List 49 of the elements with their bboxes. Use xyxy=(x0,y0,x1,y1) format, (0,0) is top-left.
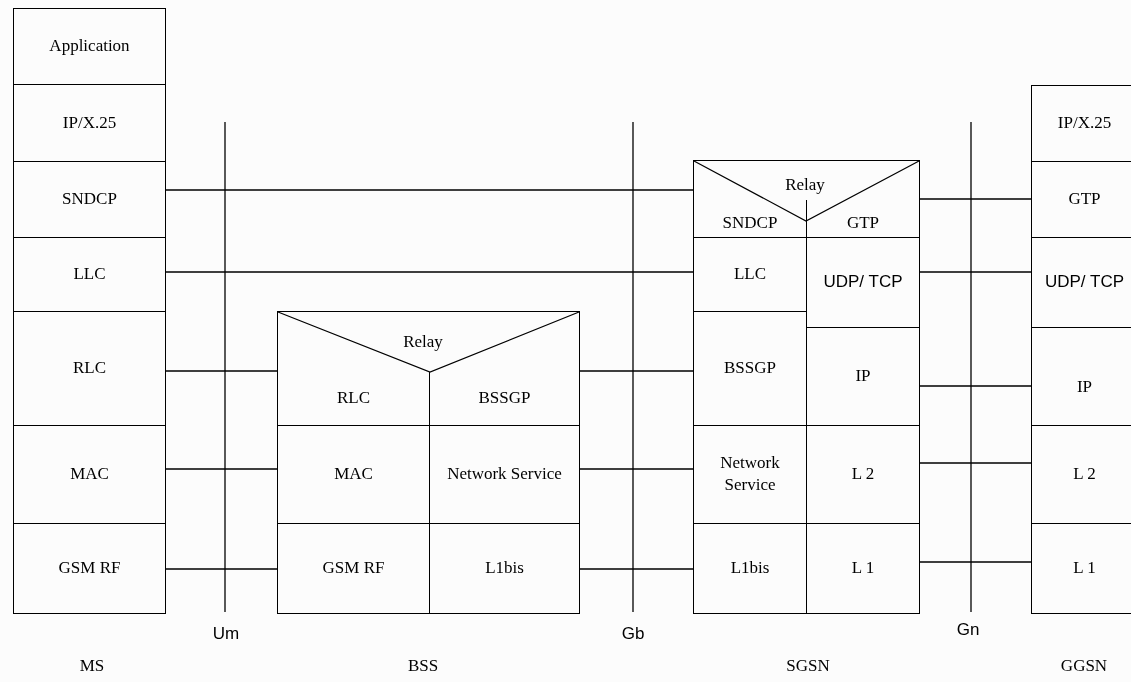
protocol-layer: BSSGP xyxy=(694,311,807,426)
protocol-layer: L1bis xyxy=(430,523,579,613)
connector-line xyxy=(165,189,695,191)
network-element-label: GGSN xyxy=(1060,656,1108,676)
connector-line xyxy=(165,468,279,470)
protocol-layer: SNDCP xyxy=(13,161,166,238)
interface-label: Um xyxy=(212,624,240,644)
connector-line xyxy=(165,370,279,372)
interface-label: Gb xyxy=(621,624,645,644)
protocol-layer: BSSGP xyxy=(430,372,579,426)
relay-label: Relay xyxy=(403,332,443,352)
connector-line xyxy=(918,462,1032,464)
connector-line xyxy=(578,568,695,570)
protocol-layer: RLC xyxy=(13,311,166,426)
network-element-label: SGSN xyxy=(786,656,830,676)
connector-line xyxy=(165,271,695,273)
protocol-layer: SNDCP xyxy=(694,200,807,238)
protocol-layer: L 2 xyxy=(807,425,919,524)
connector-line xyxy=(918,385,1032,387)
network-element-box xyxy=(277,311,580,614)
protocol-layer: Network Service xyxy=(430,425,579,524)
network-element-label: MS xyxy=(79,656,105,676)
network-element-box xyxy=(693,160,920,614)
protocol-layer: MAC xyxy=(13,425,166,524)
protocol-layer: RLC xyxy=(278,372,430,426)
relay-label: Relay xyxy=(785,175,825,195)
connector-line xyxy=(578,468,695,470)
protocol-layer: GSM RF xyxy=(13,523,166,614)
connector-line xyxy=(918,198,1032,200)
protocol-layer: MAC xyxy=(278,425,430,524)
connector-line xyxy=(918,561,1032,563)
protocol-layer: GTP xyxy=(807,200,919,238)
protocol-layer: IP/X.25 xyxy=(13,84,166,162)
protocol-layer: UDP/ TCP xyxy=(807,237,919,328)
protocol-layer: IP xyxy=(807,327,919,426)
protocol-layer: Application xyxy=(13,8,166,85)
protocol-layer: L 1 xyxy=(807,523,919,613)
interface-label: Gn xyxy=(956,620,980,640)
network-element-label: BSS xyxy=(407,656,439,676)
protocol-layer: LLC xyxy=(13,237,166,312)
connector-line xyxy=(165,568,279,570)
protocol-layer: LLC xyxy=(694,237,807,312)
connector-line xyxy=(918,271,1032,273)
protocol-layer: Network Service xyxy=(694,425,807,524)
protocol-layer: L1bis xyxy=(694,523,807,613)
protocol-layer: L 1 xyxy=(1031,523,1131,614)
protocol-layer: GSM RF xyxy=(278,523,430,613)
connector-line xyxy=(578,370,695,372)
protocol-layer: IP/X.25 xyxy=(1031,85,1131,162)
